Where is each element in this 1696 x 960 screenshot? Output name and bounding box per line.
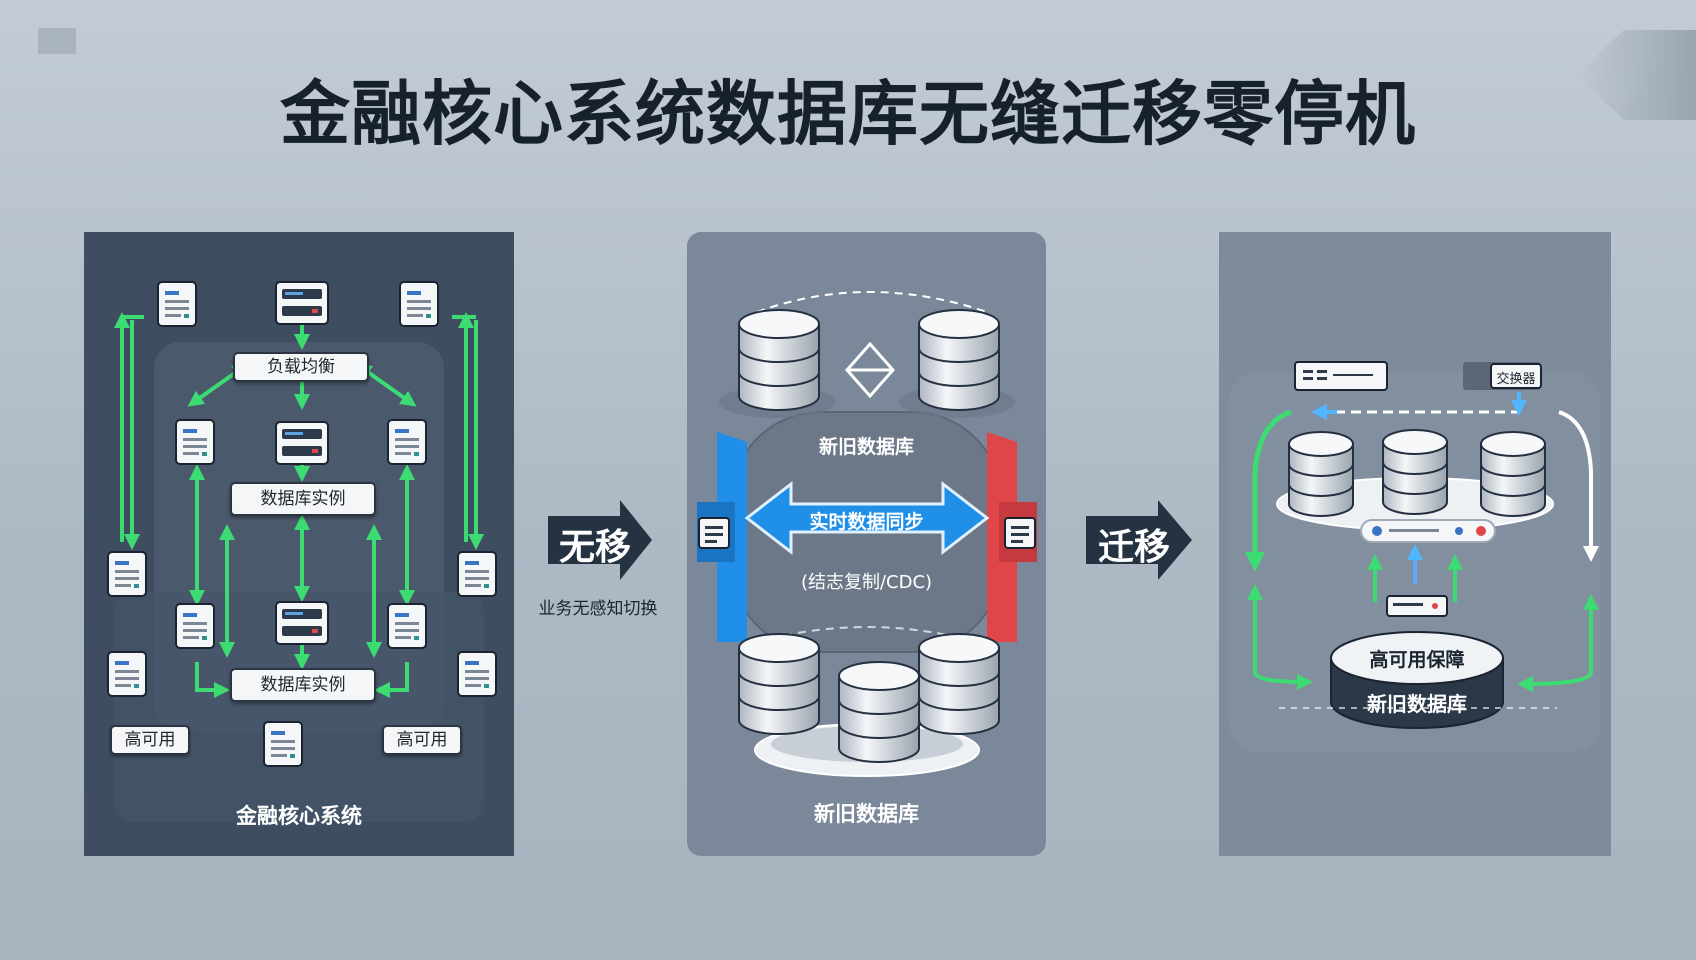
corner-block (38, 28, 76, 54)
sync-double-arrow (744, 480, 990, 556)
server-low-left (175, 603, 215, 649)
server-top-right (399, 281, 439, 327)
core-system-panel: 负载均衡 数据库实例 数据库实例 高可用 高可用 金融核心系统 (84, 232, 514, 856)
load-balancer-label: 负载均衡 (233, 352, 369, 382)
ha-loop-left-down (1245, 409, 1292, 572)
sync-sub-label: (结志复制/CDC) (800, 572, 933, 593)
ha-left-label: 高可用 (110, 725, 190, 755)
ha-right-label: 高可用 (382, 725, 462, 755)
db-instance-bottom-label: 数据库实例 (230, 668, 376, 702)
db-cylinder-bottom-right (918, 633, 1000, 735)
ha-diagram (1229, 361, 1601, 752)
db-cylinder-bottom-center (838, 661, 920, 763)
sync-diamond-icon (844, 341, 896, 399)
db-instance-top-label: 数据库实例 (230, 482, 376, 516)
server-mid-right (387, 419, 427, 465)
mid-caption: 新旧数据库 (814, 802, 919, 826)
server-side-left-1 (107, 551, 147, 597)
server-side-left-2 (107, 651, 147, 697)
ha-loop-left-bottom (1247, 584, 1313, 690)
db-cylinder-top-right (918, 309, 1000, 411)
db-cylinder-3 (1480, 431, 1546, 517)
server-mid-center (275, 421, 329, 465)
core-system-caption: 金融核心系统 (236, 804, 362, 828)
server-side-right-2 (457, 651, 497, 697)
ha-panel: 交换器 高可用保障 新旧数据库 (1219, 232, 1611, 856)
ha-loop-right-bottom (1517, 594, 1599, 692)
server-low-right (387, 603, 427, 649)
sync-panel: 新旧数据库 实时数据同步 (结志复制/CDC) 新旧数据库 (687, 232, 1046, 856)
db-cylinder-2 (1382, 429, 1448, 515)
bottom-hook-right (374, 662, 409, 698)
server-bottom-center (263, 721, 303, 767)
server-side-right-1 (457, 551, 497, 597)
sync-diagram (697, 291, 1037, 777)
arrow-right-label: 迁移 (1097, 527, 1170, 568)
server-top-left (157, 281, 197, 327)
ha-guarantee-label: 高可用保障 (1369, 649, 1465, 671)
server-mid-left (175, 419, 215, 465)
server-top-center (275, 281, 329, 325)
lb-arrow-right (355, 363, 417, 407)
db-cylinder-top-left (738, 309, 820, 411)
db-cylinder-1 (1288, 431, 1354, 517)
ha-loop-right-down (1558, 410, 1599, 562)
page-title: 金融核心系统数据库无缝迁移零停机 (280, 73, 1416, 155)
top-dashed-arc (756, 291, 988, 313)
server-low-center (275, 601, 329, 645)
ha-db-label: 新旧数据库 (1367, 692, 1467, 716)
db-cylinder-bottom-left (738, 633, 820, 735)
sync-label: 实时数据同步 (809, 511, 924, 533)
arrow-left-caption: 业务无感知切换 (538, 599, 658, 619)
router-label: 交换器 (1496, 372, 1536, 387)
core-system-diagram (107, 281, 497, 822)
bottom-hook-left (195, 662, 230, 698)
arrow-left-label: 无移 (558, 527, 631, 568)
mid-top-label: 新旧数据库 (818, 436, 914, 458)
